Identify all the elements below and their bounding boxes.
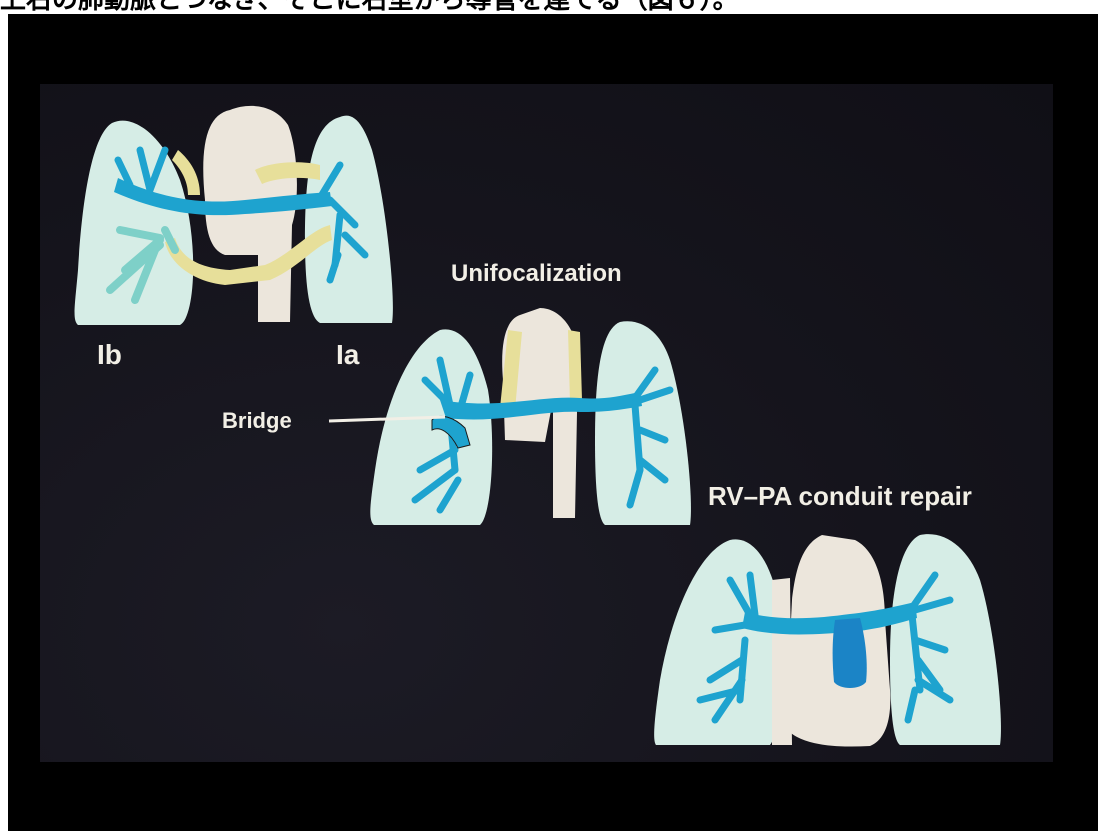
stage1-label-ia: Ia <box>336 339 360 370</box>
stage3-rv-pa-conduit <box>833 618 867 688</box>
stage1-diagram <box>75 106 393 325</box>
bridge-label: Bridge <box>222 408 292 433</box>
stage2-left-lung <box>595 321 691 525</box>
stage2-title: Unifocalization <box>451 260 622 287</box>
stage1-label-ib: Ib <box>97 339 122 370</box>
stage3-svc <box>772 578 792 745</box>
stage2-collateral-right <box>568 330 582 402</box>
stage2-right-lung <box>370 329 492 525</box>
stage3-diagram <box>654 534 1001 746</box>
stage3-title: RV–PA conduit repair <box>708 481 972 511</box>
